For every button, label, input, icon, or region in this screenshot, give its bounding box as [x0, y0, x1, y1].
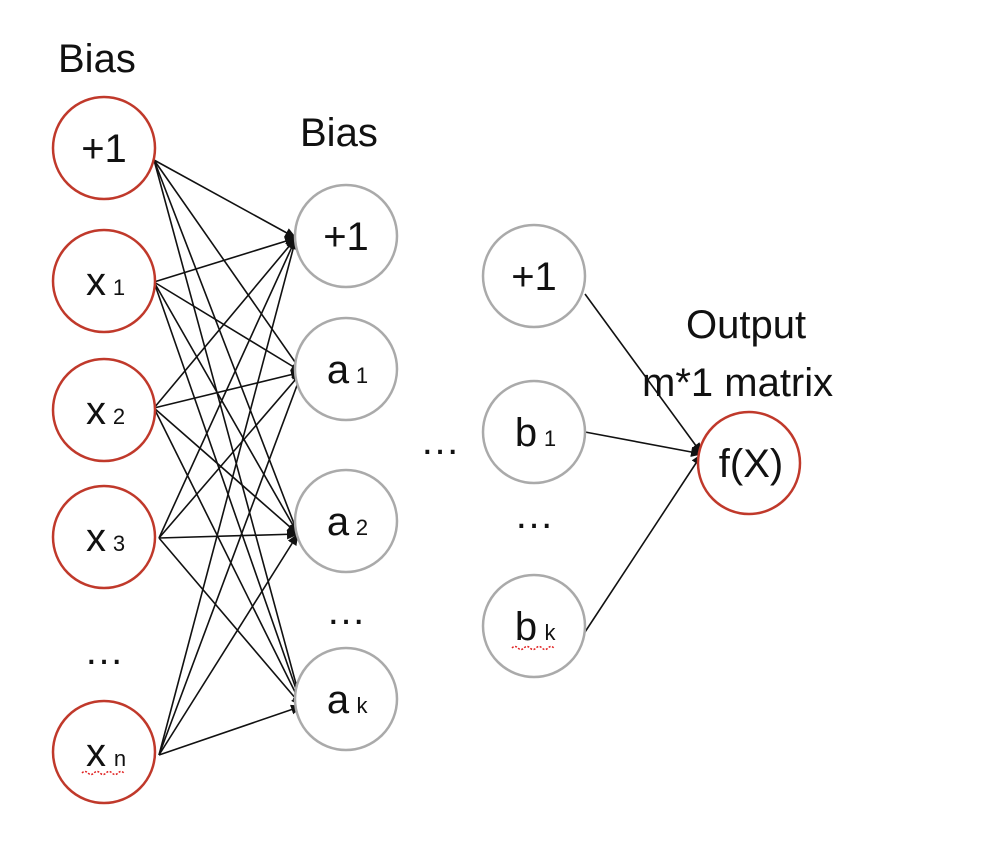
- spellcheck-underline: [511, 645, 555, 651]
- hidden-a2-main: a: [327, 500, 350, 544]
- edge-input-to-hidden: [153, 281, 299, 535]
- input-x1-main: x: [86, 260, 106, 304]
- edge-input-to-hidden: [153, 407, 299, 535]
- edge-input-to-hidden: [153, 159, 299, 535]
- last-hidden-bk-sub: k: [545, 620, 557, 645]
- hidden-a2-node: [293, 468, 399, 574]
- input-x1-sub: 1: [113, 275, 125, 300]
- hidden-a1-sub: 1: [356, 363, 368, 388]
- edge-input-to-hidden: [153, 159, 297, 239]
- output-node: [696, 410, 802, 516]
- hidden-ak-sub: k: [357, 693, 369, 718]
- edge-input-to-hidden: [158, 237, 299, 756]
- hidden-ak-main: a: [327, 678, 350, 722]
- edge-input-to-hidden: [153, 237, 297, 409]
- input-xn-sub: n: [114, 746, 126, 771]
- input-ellipsis: …: [84, 629, 124, 673]
- last-hidden-bias-label: +1: [511, 255, 557, 299]
- edge-hidden-to-output: [584, 293, 703, 455]
- hidden-bias-node-label: +1: [323, 215, 369, 259]
- edge-input-to-hidden: [153, 281, 303, 373]
- edge-input-to-hidden: [158, 533, 299, 756]
- edge-input-to-hidden: [158, 529, 299, 540]
- input-bias-node-label: +1: [81, 127, 127, 171]
- last-hidden-bk-node: [481, 573, 587, 679]
- hidden-bias-label: Bias: [300, 111, 378, 155]
- input-x2-main: x: [86, 389, 106, 433]
- edge-hidden-to-output: [584, 453, 703, 633]
- output-matrix-label: m*1 matrix: [642, 361, 833, 405]
- last-hidden-b1-sub: 1: [544, 426, 556, 451]
- hidden-layer-last: +1 b 1 … b k: [481, 223, 587, 679]
- hidden-a2-sub: 2: [356, 515, 368, 540]
- input-x1-node: [51, 228, 157, 334]
- spellcheck-underline: [81, 770, 125, 776]
- hidden-layer-1: +1 a 1 a 2 … a k: [293, 183, 399, 752]
- hidden-ak-node: [293, 646, 399, 752]
- output-label: Output: [686, 303, 806, 347]
- input-x2-sub: 2: [113, 404, 125, 429]
- edge-input-to-hidden: [158, 371, 303, 539]
- input-xn-main: x: [86, 731, 106, 775]
- last-hidden-bias-node: [481, 223, 587, 329]
- hidden-a1-main: a: [327, 348, 350, 392]
- hidden-ellipsis: …: [326, 589, 366, 633]
- input-bias-label: Bias: [58, 37, 136, 81]
- input-x3-node: [51, 484, 157, 590]
- edge-input-to-hidden: [158, 237, 297, 539]
- hidden-a1-node: [293, 316, 399, 422]
- edge-input-to-hidden: [153, 407, 303, 707]
- edge-hidden-to-output: [584, 431, 703, 457]
- edge-input-to-hidden: [153, 159, 304, 707]
- last-hidden-b1-main: b: [515, 411, 537, 455]
- input-x3-main: x: [86, 516, 106, 560]
- connection-edges: [153, 159, 703, 756]
- last-hidden-b1-node: [481, 379, 587, 485]
- input-x3-sub: 3: [113, 531, 125, 556]
- between-layers-ellipsis: …: [420, 419, 460, 463]
- hidden-bias-node: [293, 183, 399, 289]
- edge-input-to-hidden: [153, 159, 303, 373]
- output-node-label: f(X): [719, 442, 783, 486]
- edge-input-to-hidden: [158, 704, 303, 756]
- input-xn-node: [51, 699, 157, 805]
- edge-input-to-hidden: [153, 369, 303, 409]
- last-hidden-bk-main: b: [515, 605, 537, 649]
- output-layer: f(X): [696, 410, 802, 516]
- input-x2-node: [51, 357, 157, 463]
- last-hidden-ellipsis: …: [514, 493, 554, 537]
- input-bias-node: [51, 95, 157, 201]
- edge-input-to-hidden: [153, 236, 297, 283]
- edge-input-to-hidden: [158, 537, 303, 707]
- input-layer: +1 x 1 x 2 x 3 … x n: [51, 95, 157, 805]
- edge-input-to-hidden: [158, 371, 303, 756]
